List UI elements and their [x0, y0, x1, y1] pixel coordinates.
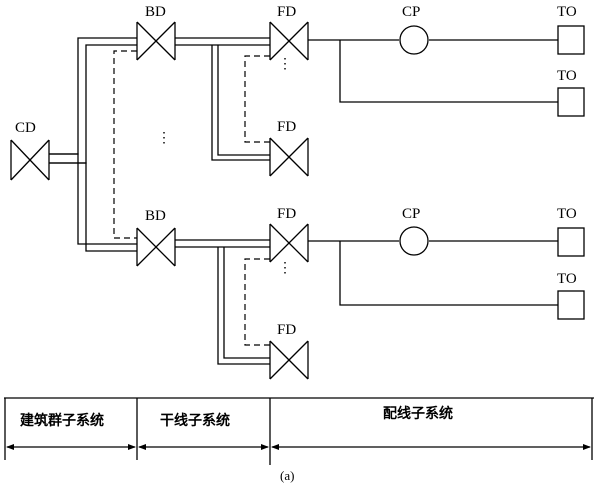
- to-outlet-4: [557, 290, 585, 320]
- fd-label-4: FD: [277, 322, 296, 338]
- fd-ellipsis-upper: ⋮: [278, 57, 292, 72]
- to-label-2: TO: [557, 68, 577, 84]
- cd-bd-links: [49, 37, 137, 252]
- fd-node-3: [269, 223, 309, 263]
- to-label-4: TO: [557, 271, 577, 287]
- horizontal-links-lower: [308, 240, 558, 306]
- to-label-1: TO: [557, 4, 577, 20]
- horizontal-links-upper: [308, 39, 558, 103]
- cd-label: CD: [15, 120, 36, 136]
- figure-caption: (a): [280, 468, 294, 483]
- cp-label-lower: CP: [402, 206, 420, 222]
- fd-label-3: FD: [277, 206, 296, 222]
- fd-label-1: FD: [277, 4, 296, 20]
- campus-subsystem-label: 建筑群子系统: [20, 412, 104, 429]
- to-outlet-3: [557, 227, 585, 257]
- bd-label-lower: BD: [145, 208, 166, 224]
- to-outlet-2: [557, 87, 585, 117]
- bd-fd-links-upper: [175, 37, 270, 161]
- subsystem-boundaries: [4, 398, 593, 465]
- bd-ellipsis: ⋮: [157, 131, 171, 146]
- backbone-subsystem-label: 干线子系统: [160, 412, 230, 429]
- cp-label-upper: CP: [402, 4, 420, 20]
- to-outlet-1: [557, 25, 585, 55]
- bd-label-upper: BD: [145, 4, 166, 20]
- horizontal-subsystem-label: 配线子系统: [383, 405, 453, 422]
- bd-interconnect-dashed: [113, 50, 137, 239]
- bd-fd-links-lower: [175, 239, 270, 365]
- fd-node-1: [269, 21, 309, 61]
- cp-node-upper: [399, 25, 429, 55]
- fd-label-2: FD: [277, 119, 296, 135]
- fd-interconnect-dashed-upper: [244, 55, 270, 143]
- fd-interconnect-dashed-lower: [244, 258, 270, 346]
- bd-node-lower: [136, 227, 176, 267]
- fd-node-4: [269, 340, 309, 380]
- to-label-3: TO: [557, 206, 577, 222]
- bd-node-upper: [136, 21, 176, 61]
- cp-node-lower: [399, 226, 429, 256]
- fd-ellipsis-lower: ⋮: [278, 261, 292, 276]
- fd-node-2: [269, 137, 309, 177]
- cd-node: [10, 139, 50, 181]
